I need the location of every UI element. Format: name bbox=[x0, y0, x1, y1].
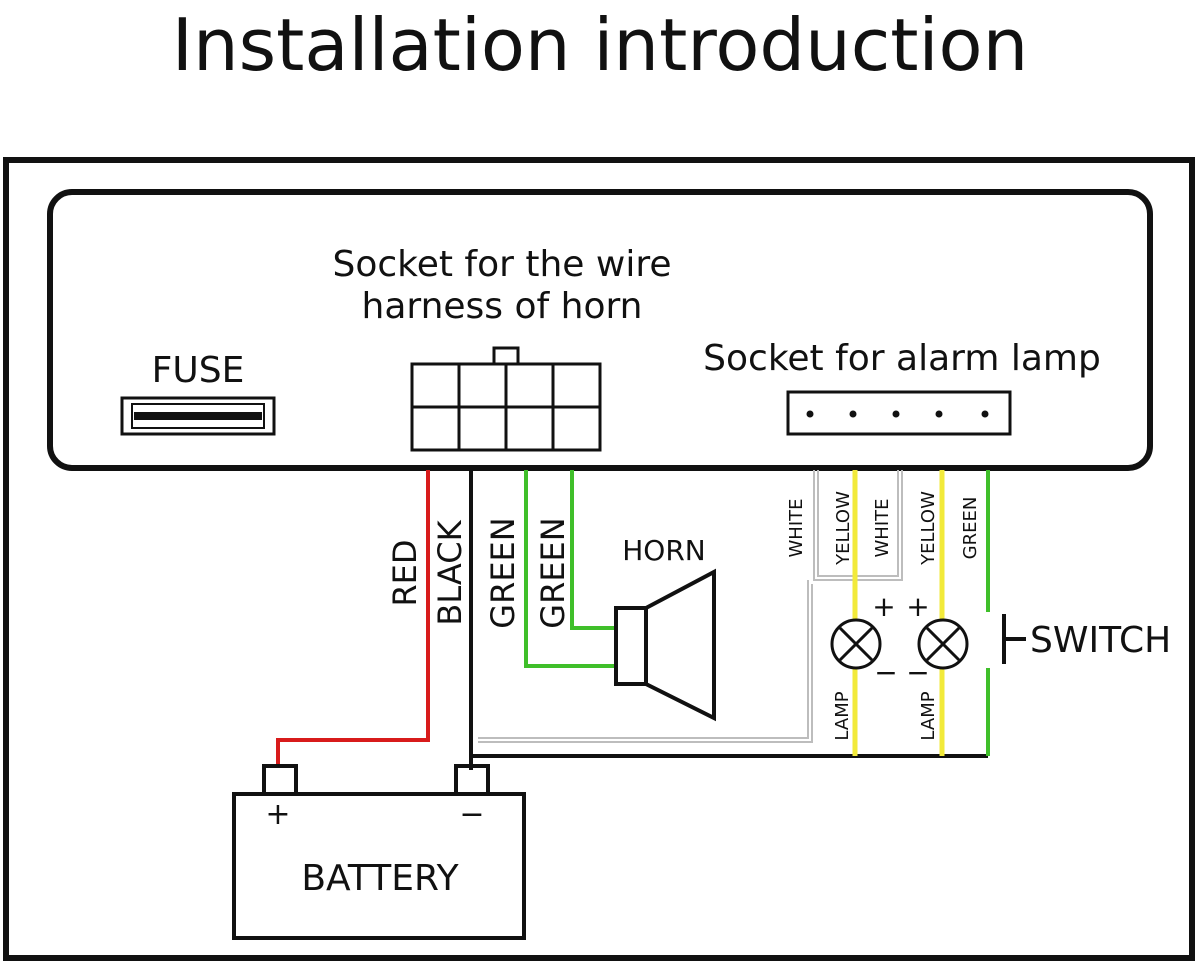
lamp-1-plus: + bbox=[872, 590, 895, 623]
green-wire-2 bbox=[570, 470, 616, 630]
alarm-lamp-socket-icon bbox=[786, 390, 1012, 436]
battery-label: BATTERY bbox=[301, 858, 459, 899]
horn-icon bbox=[614, 568, 716, 722]
battery-minus-label: − bbox=[459, 797, 484, 832]
green-wire-label-3: GREEN bbox=[960, 497, 981, 560]
battery-icon bbox=[232, 764, 526, 940]
lamp-1-minus: − bbox=[874, 656, 897, 689]
yellow-wire-label-1: YELLOW bbox=[833, 491, 854, 566]
yellow-wire-label-2: YELLOW bbox=[918, 491, 939, 566]
fuse-icon bbox=[120, 396, 276, 436]
socket-horn-label-line1: Socket for the wire bbox=[332, 244, 671, 285]
white-wire-label-2: WHITE bbox=[872, 498, 893, 557]
lamp-label-1: LAMP bbox=[832, 691, 853, 740]
page-title: Installation introduction bbox=[172, 3, 1028, 87]
lamp-2-minus: − bbox=[906, 656, 929, 689]
outer-frame bbox=[3, 157, 1195, 961]
switch-icon bbox=[1002, 614, 1026, 664]
lamp-1-icon bbox=[830, 618, 882, 670]
lamp-2-plus: + bbox=[906, 590, 929, 623]
lamp-label-2: LAMP bbox=[918, 691, 939, 740]
green-wire-1 bbox=[524, 470, 616, 668]
socket-alarm-label: Socket for alarm lamp bbox=[703, 338, 1101, 379]
socket-horn-label-line2: harness of horn bbox=[362, 286, 643, 327]
red-wire bbox=[276, 470, 430, 768]
fuse-label: FUSE bbox=[152, 350, 245, 391]
white-wire-label-1: WHITE bbox=[786, 498, 807, 557]
white-wire bbox=[478, 470, 903, 743]
control-box bbox=[47, 189, 1153, 471]
switch-label: SWITCH bbox=[1030, 620, 1171, 661]
horn-harness-socket-icon bbox=[410, 346, 602, 452]
red-wire-label: RED bbox=[386, 539, 424, 606]
battery-plus-label: + bbox=[265, 797, 290, 832]
horn-label: HORN bbox=[622, 534, 706, 567]
green-wire-label-2: GREEN bbox=[534, 517, 572, 628]
green-wire-label-1: GREEN bbox=[484, 517, 522, 628]
lamp-2-icon bbox=[917, 618, 969, 670]
black-wire-label: BLACK bbox=[431, 519, 469, 625]
